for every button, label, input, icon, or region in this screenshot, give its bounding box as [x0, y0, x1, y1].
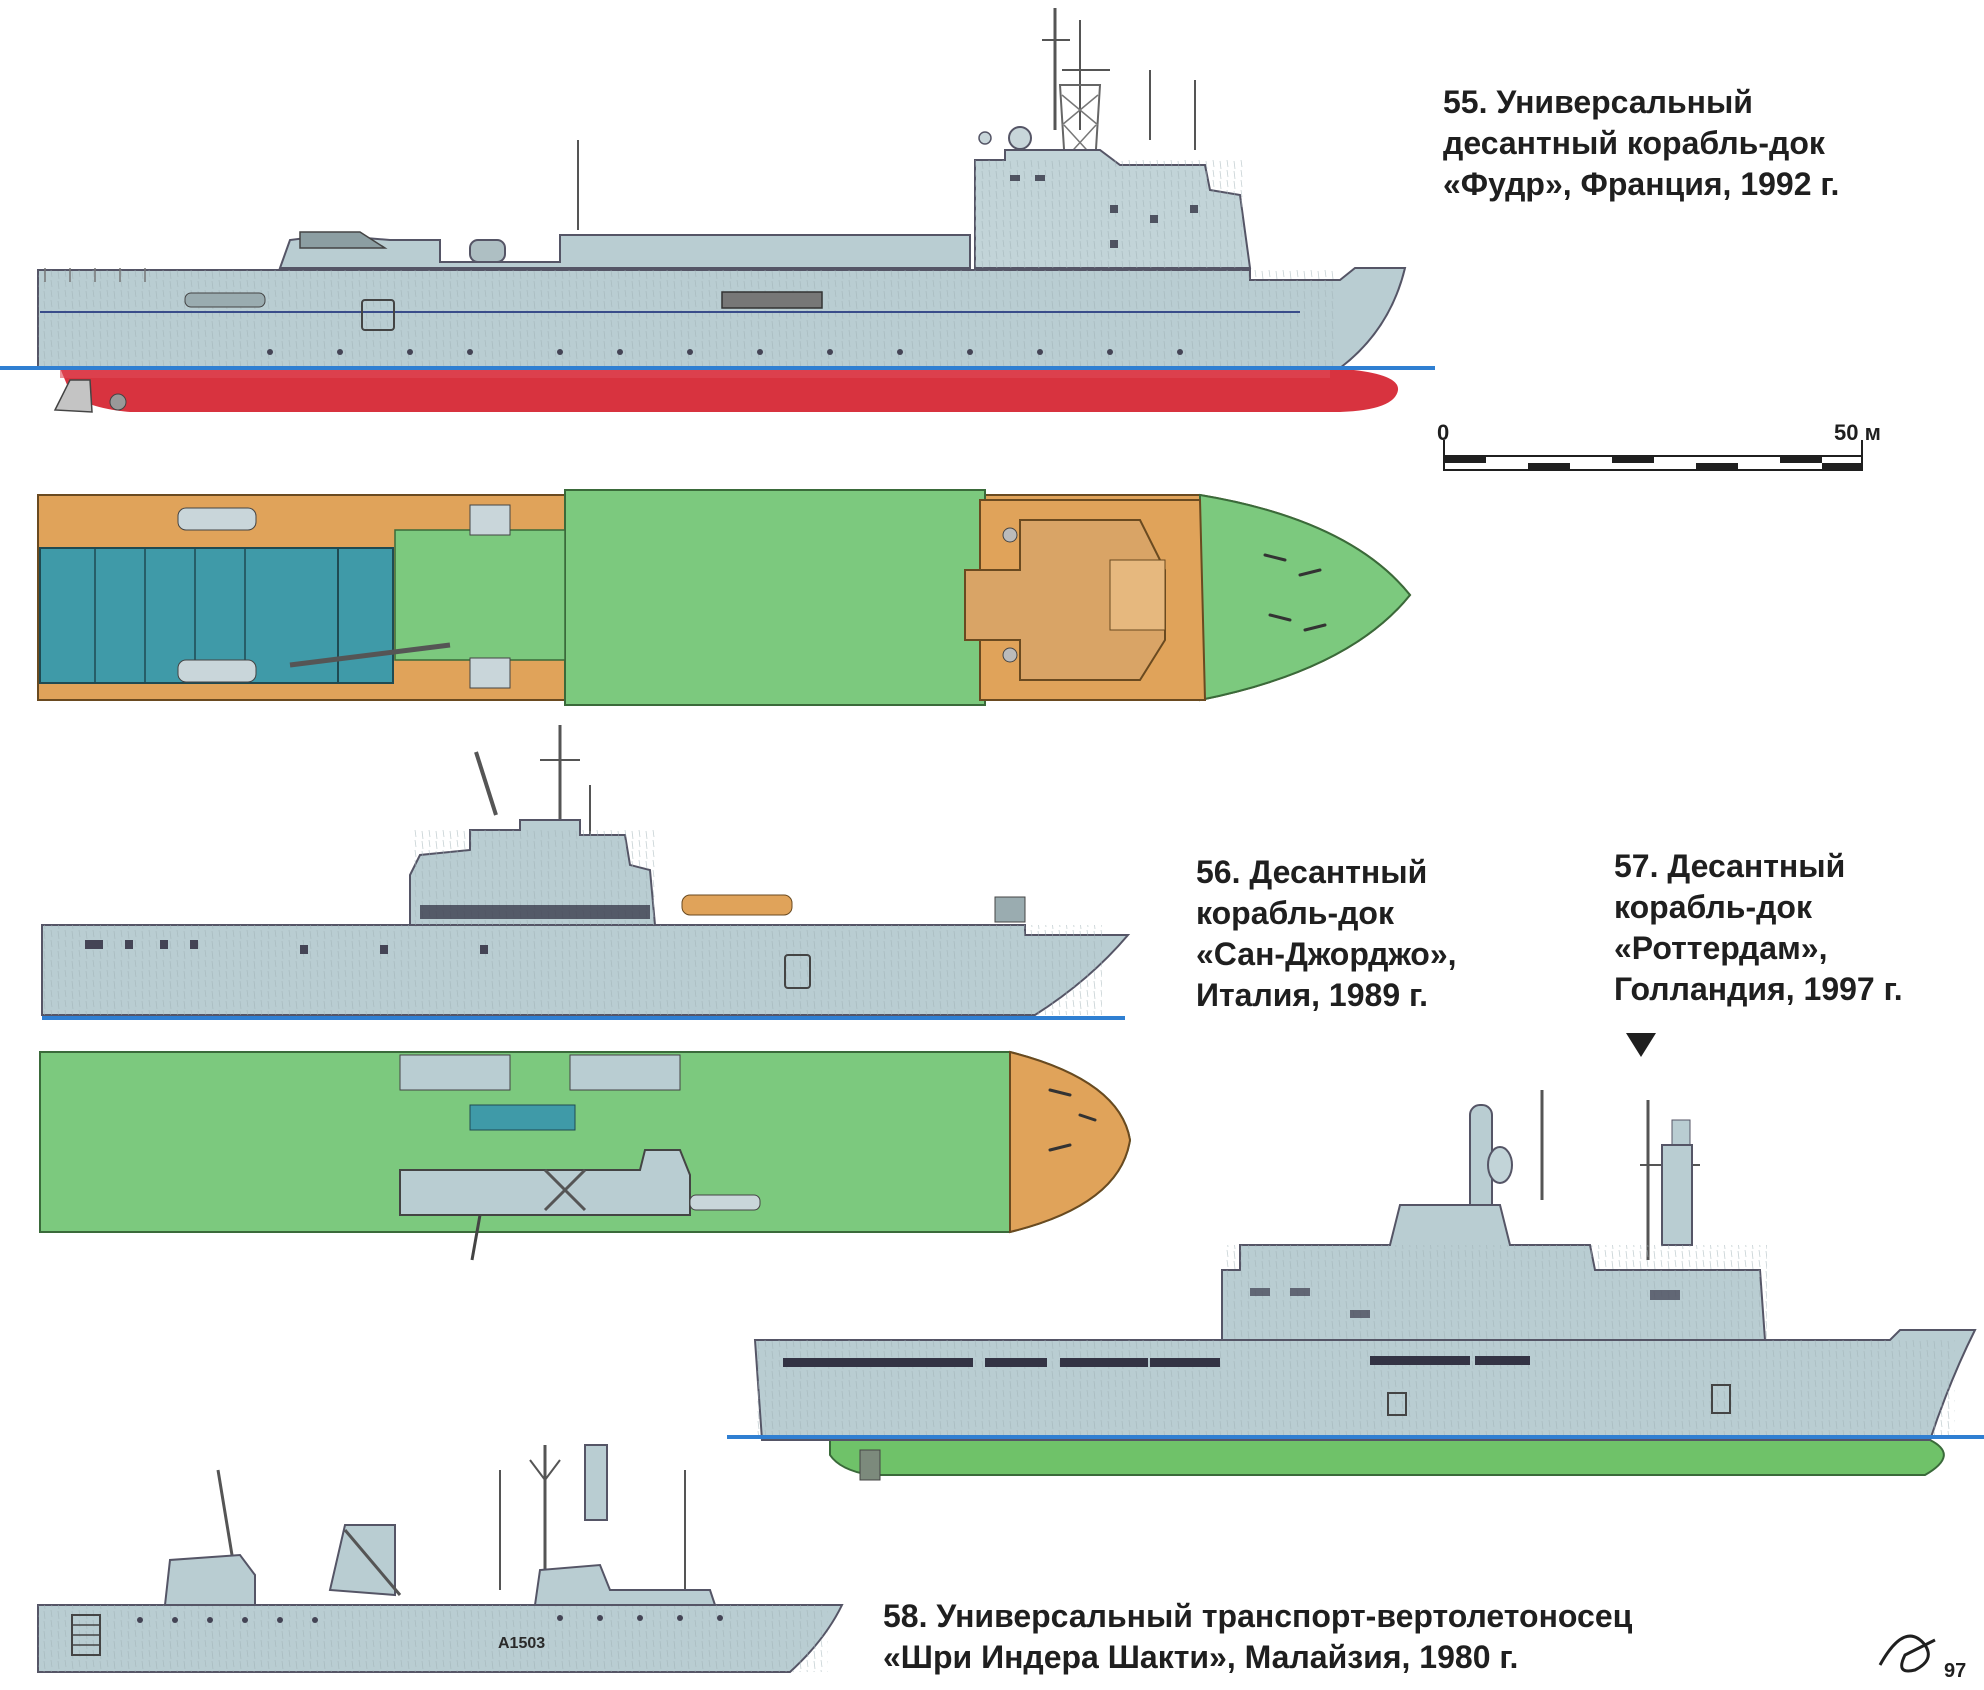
caption-line: «Шри Индера Шакти», Малайзия, 1980 г.: [883, 1639, 1519, 1675]
caption-ship-56: 56. Десантный корабль-док «Сан-Джорджо»,…: [1196, 852, 1457, 1016]
caption-line: «Фудр», Франция, 1992 г.: [1443, 166, 1840, 202]
caption-line: Голландия, 1997 г.: [1614, 971, 1903, 1007]
caption-pointer-triangle: [1626, 1033, 1656, 1057]
caption-line: корабль-док: [1196, 895, 1394, 931]
caption-line: «Роттердам»,: [1614, 930, 1828, 966]
caption-line: 58. Универсальный транспорт-вертолетонос…: [883, 1598, 1633, 1634]
caption-line: Италия, 1989 г.: [1196, 977, 1429, 1013]
caption-ship-55: 55. Универсальный десантный корабль-док …: [1443, 82, 1839, 205]
ship-57-side-view: [727, 1090, 1984, 1481]
caption-line: корабль-док: [1614, 889, 1812, 925]
caption-line: «Сан-Джорджо»,: [1196, 936, 1457, 972]
ship-56-side-view: [41, 725, 1131, 1020]
caption-line: 56. Десантный: [1196, 854, 1428, 890]
caption-ship-57: 57. Десантный корабль-док «Роттердам», Г…: [1614, 846, 1903, 1010]
caption-line: десантный корабль-док: [1443, 125, 1825, 161]
scale-bar: [1443, 440, 1863, 471]
hull-number-marking: A1503: [498, 1635, 545, 1652]
scale-start-label: 0: [1437, 420, 1450, 445]
ship-56-top-view: [39, 1050, 1132, 1261]
page-number: 97: [1944, 1660, 1967, 1682]
caption-ship-58: 58. Универсальный транспорт-вертолетонос…: [883, 1596, 1632, 1678]
ship-55-side-view: [0, 8, 1435, 413]
artist-signature: [1878, 1634, 1936, 1673]
ship-55-top-view: [37, 489, 1412, 706]
ship-58-side-view: A1503: [37, 1444, 844, 1673]
scale-end-label: 50 м: [1834, 420, 1881, 445]
caption-line: 57. Десантный: [1614, 848, 1846, 884]
caption-line: 55. Универсальный: [1443, 84, 1753, 120]
